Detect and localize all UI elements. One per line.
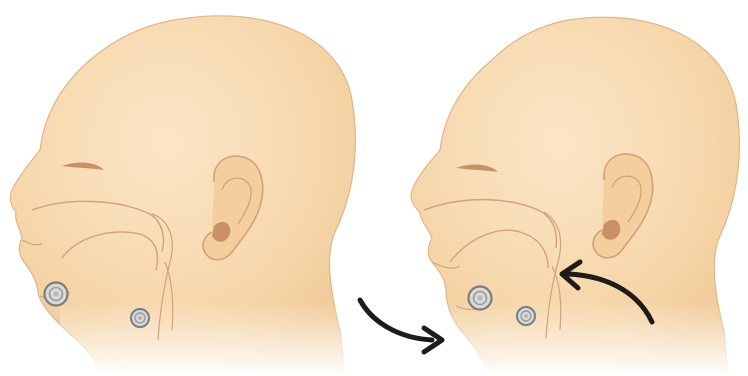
electrode-icon — [45, 283, 68, 306]
right-head-panel — [411, 17, 748, 376]
electrode-icon — [517, 307, 535, 325]
curved-arrow-icon — [360, 300, 442, 352]
electrode-icon — [131, 309, 149, 327]
left-neck-fade — [60, 300, 360, 376]
right-neck-fade — [440, 300, 748, 376]
electrode-icon — [469, 287, 492, 310]
left-head-panel — [10, 16, 360, 376]
